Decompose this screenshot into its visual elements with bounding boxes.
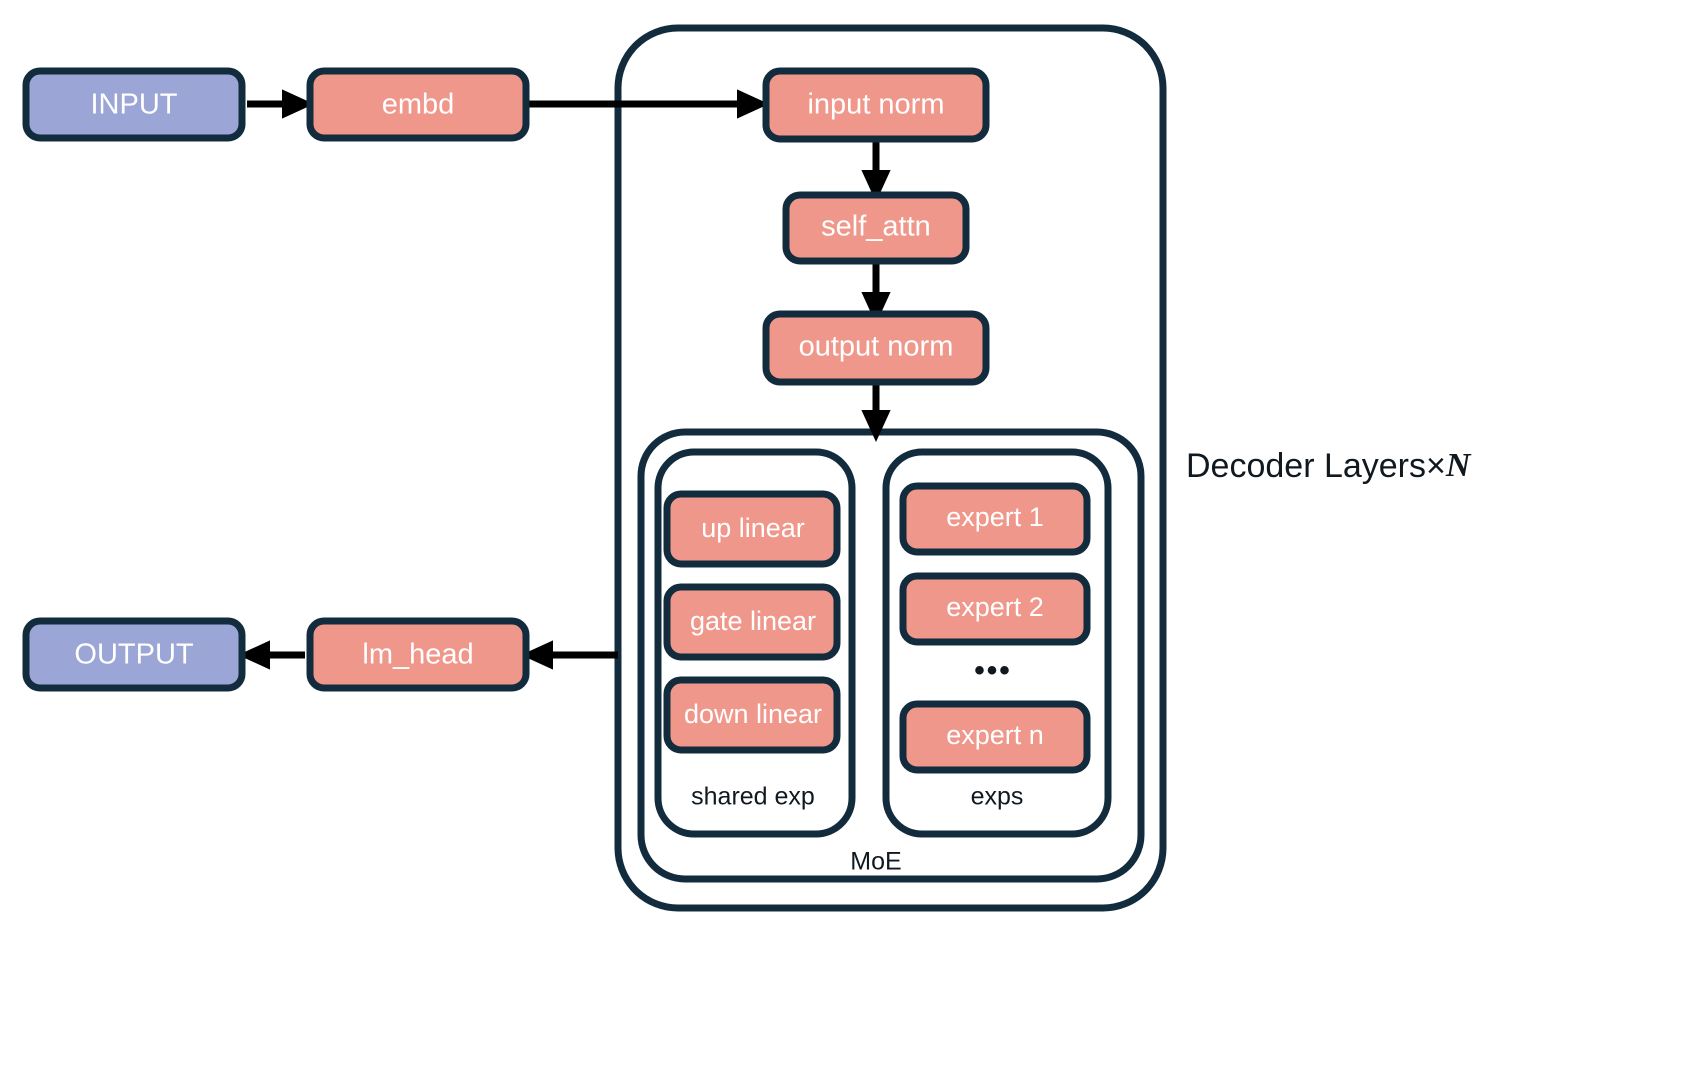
node-self-attn[interactable]: self_attn	[782, 191, 970, 265]
expert-1-rect[interactable]	[899, 482, 1091, 556]
gate-linear-rect[interactable]	[663, 583, 841, 661]
down-linear-label: down linear	[684, 699, 822, 729]
node-output-norm[interactable]: output norm	[762, 310, 990, 386]
self-attn-rect[interactable]	[782, 191, 970, 265]
node-gate-linear[interactable]: gate linear	[663, 583, 841, 661]
expert-2-rect[interactable]	[899, 572, 1091, 646]
expert-2-label: expert 2	[946, 592, 1044, 622]
self-attn-label: self_attn	[821, 211, 931, 243]
up-linear-rect[interactable]	[663, 490, 841, 568]
node-input[interactable]: INPUT	[22, 67, 246, 142]
embd-node-label: embd	[382, 89, 455, 121]
output-node-label: OUTPUT	[74, 639, 194, 671]
node-lm-head[interactable]: lm_head	[306, 617, 530, 692]
down-linear-rect[interactable]	[663, 676, 841, 754]
expert-n-label: expert n	[946, 720, 1044, 750]
decoder-layers-side-label-n: N	[1445, 447, 1472, 484]
node-input-norm[interactable]: input norm	[762, 67, 990, 143]
node-embd[interactable]: embd	[306, 67, 530, 142]
expert-1-label: expert 1	[946, 502, 1044, 532]
lm-head-node-label: lm_head	[362, 639, 473, 671]
expert-n-rect[interactable]	[899, 700, 1091, 774]
node-expert-1[interactable]: expert 1	[899, 482, 1091, 556]
moe-label: MoE	[850, 848, 901, 876]
node-output[interactable]: OUTPUT	[22, 617, 246, 692]
node-down-linear[interactable]: down linear	[663, 676, 841, 754]
gate-linear-label: gate linear	[690, 606, 816, 636]
experts-ellipsis: •••	[974, 654, 1012, 687]
up-linear-label: up linear	[701, 513, 805, 543]
lm-head-node-rect[interactable]	[306, 617, 530, 692]
input-node-rect[interactable]	[22, 67, 246, 142]
embd-node-rect[interactable]	[306, 67, 530, 142]
output-node-rect[interactable]	[22, 617, 246, 692]
decoder-layers-side-label-prefix: Decoder Layers×	[1186, 447, 1446, 485]
decoder-layers-side-label: Decoder Layers×N	[1186, 447, 1472, 485]
input-norm-rect[interactable]	[762, 67, 990, 143]
node-up-linear[interactable]: up linear	[663, 490, 841, 568]
node-expert-n[interactable]: expert n	[899, 700, 1091, 774]
output-norm-rect[interactable]	[762, 310, 990, 386]
experts-label: exps	[971, 783, 1024, 811]
shared-expert-label: shared exp	[691, 783, 815, 811]
node-expert-2[interactable]: expert 2	[899, 572, 1091, 646]
input-node-label: INPUT	[91, 89, 178, 121]
output-norm-label: output norm	[799, 331, 954, 363]
input-norm-label: input norm	[807, 89, 944, 121]
